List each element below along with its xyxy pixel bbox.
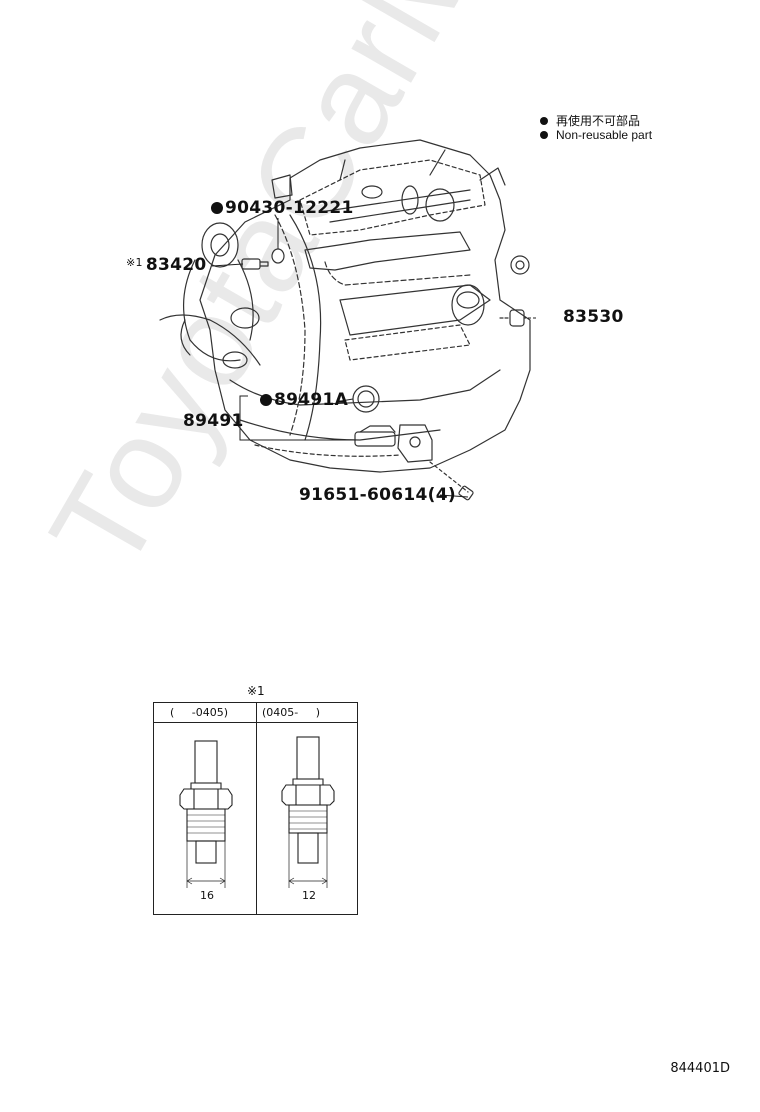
part-label-90430[interactable]: 90430-12221 [211, 200, 354, 217]
legend-item-en: Non-reusable part [540, 128, 652, 142]
column-header-after: (0405- ) [262, 706, 321, 719]
part-label-89491[interactable]: 89491 [183, 413, 244, 430]
legend-text: Non-reusable part [556, 128, 653, 142]
engine-illustration [159, 139, 536, 501]
part-label-89491A[interactable]: 89491A [260, 392, 348, 409]
part-number: 89491 [183, 411, 244, 431]
dimension-before: 16 [200, 889, 214, 902]
part-number: 83420 [145, 255, 207, 275]
column-header-before: ( -0405) [170, 706, 229, 719]
non-reusable-bullet-icon [211, 202, 223, 214]
legend-item-jp: 再使用不可部品 [540, 112, 640, 129]
bullet-icon [540, 131, 548, 139]
diagram-code: 844401D [670, 1061, 730, 1076]
part-label-83530[interactable]: 83530 [563, 309, 624, 326]
bullet-icon [540, 116, 548, 125]
column-divider [256, 703, 257, 914]
sensor-drawings [179, 736, 335, 888]
detail-note-mark: ※1 [247, 684, 265, 698]
header-divider [154, 722, 357, 723]
note-mark: ※1 [126, 256, 143, 269]
sensor-detail-table: ( -0405) (0405- ) [153, 702, 358, 915]
part-number: 83530 [563, 307, 624, 327]
part-number: 89491A [274, 390, 349, 410]
dimension-after: 12 [302, 889, 316, 902]
legend-text: 再使用不可部品 [556, 114, 641, 128]
part-number: 91651-60614(4) [299, 485, 456, 505]
non-reusable-bullet-icon [260, 394, 272, 406]
part-label-91651[interactable]: 91651-60614(4) [299, 487, 456, 504]
part-number: 90430-12221 [225, 198, 354, 218]
